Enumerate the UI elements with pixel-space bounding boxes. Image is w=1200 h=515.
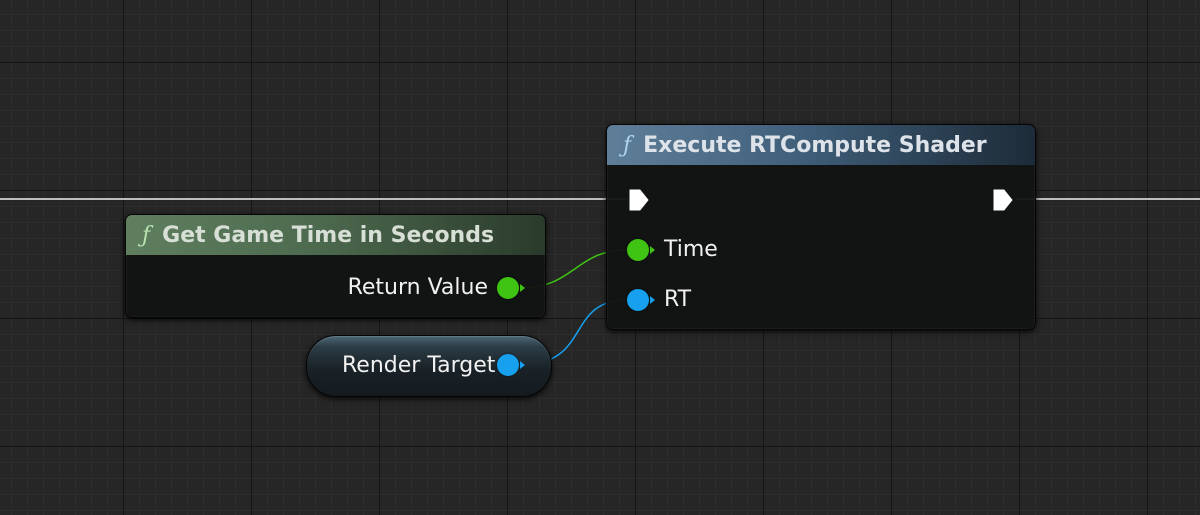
get-game-time-node[interactable]: ƒ Get Game Time in Seconds Return Value [125, 214, 546, 318]
render-target-pin-icon[interactable] [497, 354, 519, 376]
time-pin-icon[interactable] [627, 239, 649, 261]
exec-in-pin-icon[interactable] [628, 188, 650, 212]
render-target-label: Render Target [342, 353, 496, 378]
get-game-time-title: Get Game Time in Seconds [162, 222, 495, 248]
return-value-pin-icon[interactable] [497, 277, 519, 299]
rt-pin-icon[interactable] [627, 289, 649, 311]
pin-arrow-icon [520, 361, 525, 369]
return-value-label: Return Value [347, 275, 488, 300]
execute-rtcompute-shader-node[interactable]: ƒ Execute RTCompute Shader Time RT [606, 124, 1036, 330]
get-game-time-header[interactable]: ƒ Get Game Time in Seconds [126, 215, 545, 255]
function-icon: ƒ [623, 132, 632, 158]
time-pin-label: Time [664, 237, 718, 262]
execute-rtcompute-header[interactable]: ƒ Execute RTCompute Shader [607, 125, 1035, 165]
exec-out-pin-icon[interactable] [992, 188, 1014, 212]
render-target-variable-node[interactable]: Render Target [306, 335, 552, 397]
execute-rtcompute-title: Execute RTCompute Shader [643, 132, 987, 158]
rt-pin-label: RT [664, 287, 692, 312]
pin-arrow-icon [520, 284, 525, 292]
pin-arrow-icon [650, 296, 655, 304]
pin-arrow-icon [650, 246, 655, 254]
function-icon: ƒ [142, 222, 151, 248]
